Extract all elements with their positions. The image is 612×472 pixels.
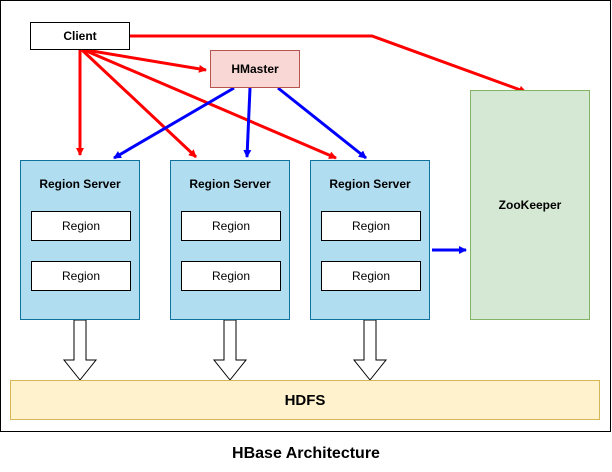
- region-server-title: Region Server: [329, 177, 411, 191]
- region-server-2: Region Server Region Region: [170, 160, 290, 320]
- arrow-hmaster-to-rs2: [243, 87, 252, 158]
- arrow-client-to-rs2: [80, 48, 198, 159]
- arrow-rs1-to-hdfs: [62, 319, 98, 381]
- client-node: Client: [30, 22, 130, 50]
- zookeeper-label: ZooKeeper: [498, 198, 562, 212]
- arrow-hmaster-to-rs1: [113, 86, 235, 160]
- hdfs-label: HDFS: [284, 391, 326, 409]
- region-box: Region: [321, 261, 421, 291]
- arrow-client-to-hmaster: [85, 48, 207, 73]
- region-box: Region: [181, 261, 281, 291]
- region-server-title: Region Server: [189, 177, 271, 191]
- region-box: Region: [321, 211, 421, 241]
- region-box: Region: [181, 211, 281, 241]
- region-server-title: Region Server: [39, 177, 121, 191]
- arrow-hmaster-to-rs3: [277, 86, 367, 160]
- hdfs-node: HDFS: [10, 380, 600, 420]
- region-box: Region: [31, 261, 131, 291]
- arrow-rs2-to-hdfs: [212, 319, 248, 381]
- hmaster-label: HMaster: [231, 62, 279, 76]
- hmaster-node: HMaster: [210, 50, 300, 88]
- diagram-caption: HBase Architecture: [232, 445, 380, 462]
- region-server-3: Region Server Region Region: [310, 160, 430, 320]
- client-label: Client: [63, 29, 97, 43]
- arrow-rs3-to-hdfs: [352, 319, 388, 381]
- arrow-client-to-rs3: [83, 48, 337, 160]
- zookeeper-node: ZooKeeper: [470, 90, 590, 320]
- arrow-client-to-zookeeper: [130, 34, 527, 94]
- region-box: Region: [31, 211, 131, 241]
- region-server-1: Region Server Region Region: [20, 160, 140, 320]
